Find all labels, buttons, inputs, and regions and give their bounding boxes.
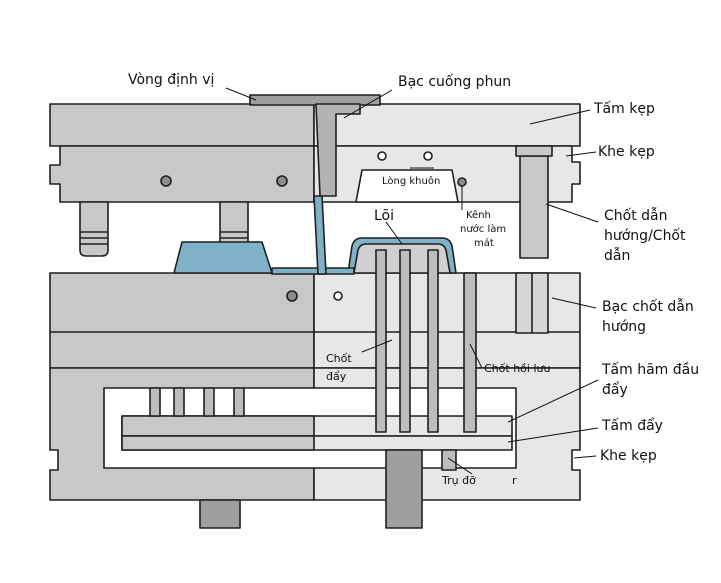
- locating-ring: [249, 94, 381, 106]
- label-clamp-slot-bottom: Khe kẹp: [600, 448, 657, 464]
- guide-pin-left-1: [79, 201, 109, 257]
- label-cooling-line2: nước làm: [460, 224, 507, 235]
- label-sprue-bushing: Bạc cuống phun: [398, 74, 512, 90]
- label-guide-bushing-line2: hướng: [602, 319, 647, 335]
- label-guide-pin-line1: Chốt dẫn: [604, 208, 668, 224]
- ejector-pin: [427, 249, 439, 433]
- cavity-recess: [355, 169, 459, 203]
- label-clamp-slot-top: Khe kẹp: [598, 144, 655, 160]
- sprue: [313, 195, 327, 275]
- ejector-pin: [399, 249, 411, 433]
- label-guide-pin-line3: dẫn: [604, 248, 631, 264]
- support-pillar: [441, 449, 457, 471]
- screw-icon: [276, 175, 288, 187]
- label-support-pillar: Trụ đỡ: [442, 474, 476, 487]
- label-ejector-plate: Tấm đẩy: [602, 418, 663, 434]
- knockout-rod: [385, 449, 423, 529]
- plastic-part-right: [347, 237, 457, 274]
- ejector-pin: [375, 249, 387, 433]
- label-guide-pin-line2: hướng/Chốt: [604, 228, 686, 244]
- screw-icon: [160, 175, 172, 187]
- label-retainer-plate-line1: Tấm hãm đầu: [602, 362, 700, 378]
- label-ejector-pin-line2: đẩy: [326, 370, 347, 383]
- label-retainer-plate-line2: đẩy: [602, 382, 628, 398]
- label-return-pin: Chốt hồi lưu: [484, 362, 551, 375]
- label-locating-ring: Vòng định vị: [128, 72, 215, 88]
- label-guide-bushing-line1: Bạc chốt dẫn: [602, 299, 694, 315]
- cooling-channel-icon: [457, 177, 467, 187]
- label-cooling-line3: mát: [474, 238, 494, 249]
- label-core: Lõi: [374, 208, 395, 224]
- cavity-plate-left: [49, 145, 315, 203]
- runner: [271, 267, 355, 275]
- label-cooling-line1: Kênh: [466, 210, 491, 221]
- label-clamp-plate: Tấm kẹp: [594, 101, 655, 117]
- guide-pin-right: [519, 155, 549, 259]
- screw-icon: [286, 290, 298, 302]
- top-clamp-plate-left: [49, 103, 315, 147]
- knockout-rod: [199, 499, 241, 529]
- plastic-part-left: [173, 241, 273, 274]
- label-ejector-pin-line1: Chốt: [326, 352, 352, 365]
- core-plate-left: [49, 272, 315, 369]
- return-pin: [463, 272, 477, 433]
- label-stray-char: r: [512, 474, 517, 487]
- label-cavity: Lòng khuôn: [382, 176, 441, 187]
